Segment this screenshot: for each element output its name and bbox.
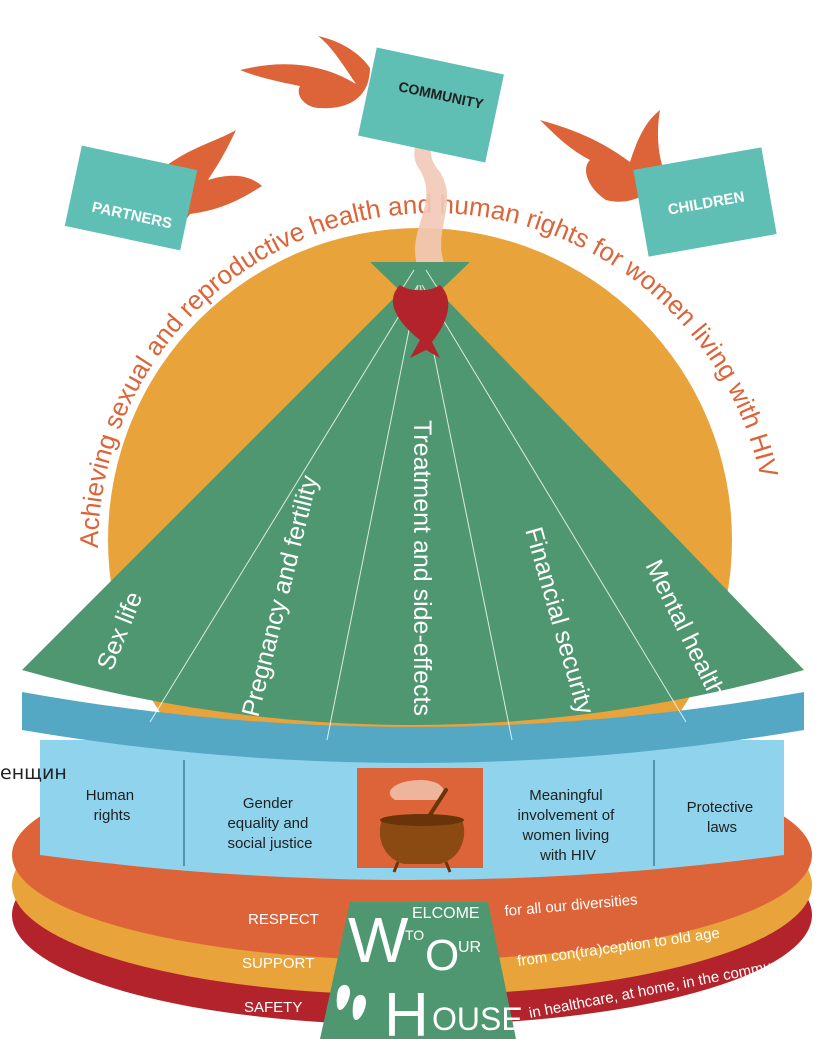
red-ribbon-icon — [392, 285, 449, 358]
welcome-ur: UR — [458, 939, 481, 956]
footprints-icon — [336, 984, 366, 1020]
pot-legs — [392, 861, 452, 873]
welcome-ouse: OUSE — [432, 1001, 523, 1037]
partners-group: PARTNERS — [64, 130, 262, 251]
welcome-elcome: ELCOME — [412, 905, 480, 922]
bird-icon — [240, 36, 370, 109]
pillar-human-rights: Human rights — [86, 787, 139, 824]
bird-icon — [540, 110, 666, 202]
steam — [389, 780, 444, 800]
children-group: CHILDREN — [540, 110, 777, 257]
smoke-plume — [414, 118, 448, 268]
pot-rim — [380, 814, 464, 826]
band-respect-label: RESPECT — [248, 911, 319, 928]
pot-spoon — [426, 788, 448, 820]
partners-card — [64, 145, 198, 251]
community-group: COMMUNITY — [240, 36, 504, 163]
roof-label-treatment: Treatment and side-effects — [408, 420, 436, 716]
welcome-sign: W ELCOME TO O UR H OUSE — [336, 904, 523, 1039]
pillar-laws: Protective laws — [687, 799, 758, 836]
welcome-h: H — [384, 981, 429, 1039]
community-card — [358, 47, 504, 163]
cooking-pot-icon — [379, 820, 465, 864]
pillar-involvement: Meaningful involvement of women living w… — [518, 787, 619, 864]
welcome-to: TO — [405, 927, 424, 943]
band-support-label: SUPPORT — [242, 955, 314, 972]
welcome-door — [320, 902, 516, 1039]
welcome-w: W — [348, 904, 409, 976]
pillar-gender: Gender equality and social justice — [227, 795, 312, 852]
children-card — [633, 147, 777, 257]
roof-lines — [149, 269, 687, 741]
welcome-o: O — [425, 931, 459, 980]
stray-overlay-text: енщин — [0, 762, 67, 784]
band-safety-label: SAFETY — [244, 999, 302, 1016]
wall-top-band — [22, 692, 804, 763]
pillar-labels: Human rights Gender equality and social … — [86, 787, 758, 864]
